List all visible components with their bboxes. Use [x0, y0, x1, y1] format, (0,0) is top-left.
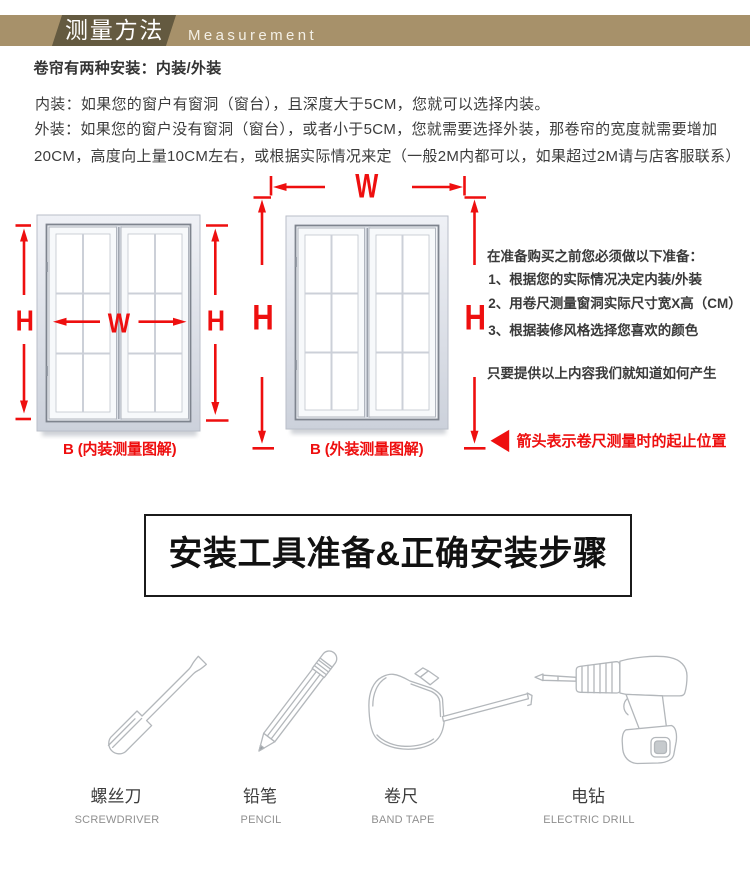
svg-text:H: H: [252, 299, 273, 338]
svg-text:H: H: [16, 306, 34, 338]
svg-text:W: W: [108, 307, 131, 338]
svg-text:H: H: [207, 306, 225, 338]
svg-text:W: W: [355, 168, 378, 206]
svg-text:H: H: [465, 299, 487, 338]
